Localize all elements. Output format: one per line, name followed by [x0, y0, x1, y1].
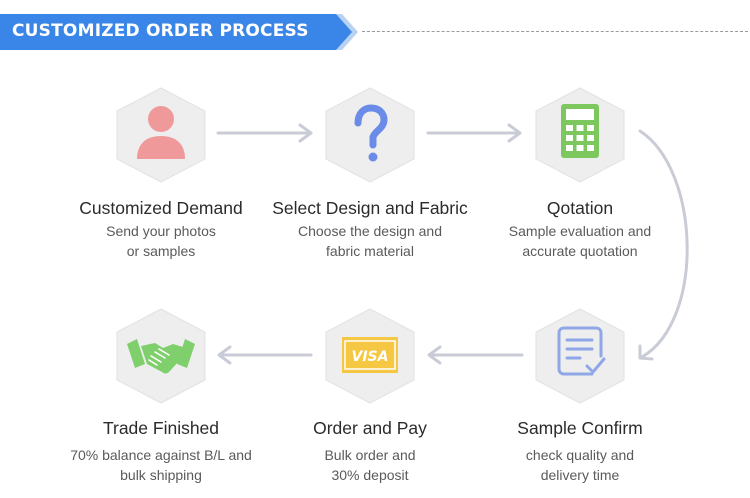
- step-finished-title: Trade Finished: [102, 418, 220, 438]
- page-title: CUSTOMIZED ORDER PROCESS: [12, 21, 309, 41]
- step-demand-title: Customized Demand: [79, 198, 243, 218]
- person-icon: [137, 106, 185, 159]
- step-demand-desc: Send your photos or samples: [106, 223, 216, 259]
- step-confirm-hexagon: [532, 306, 628, 406]
- visa-label: VISA: [352, 349, 389, 365]
- arrow-confirm-to-pay: [427, 345, 524, 365]
- header-banner: CUSTOMIZED ORDER PROCESS: [0, 14, 358, 50]
- step-confirm-title: Sample Confirm: [517, 418, 643, 438]
- step-design-desc: Choose the design and fabric material: [298, 223, 442, 259]
- arrow-demand-to-design: [216, 123, 313, 143]
- document-check-icon: [557, 326, 606, 376]
- step-confirm-desc: check quality and delivery time: [525, 447, 635, 483]
- arrow-quotation-to-confirm: [638, 129, 689, 361]
- step-quotation-hexagon: [532, 85, 628, 185]
- step-quotation-desc: Sample evaluation and accurate quotation: [508, 223, 652, 259]
- banner-shape: [0, 14, 358, 50]
- question-mark-icon: [354, 104, 388, 162]
- step-pay-desc: Bulk order and 30% deposit: [324, 447, 416, 483]
- arrow-design-to-quotation: [426, 123, 522, 143]
- step-finished-hexagon: [113, 306, 209, 406]
- step-design-title: Select Design and Fabric: [272, 198, 468, 218]
- step-design-hexagon: [322, 85, 418, 185]
- step-pay-hexagon: VISA: [322, 306, 418, 406]
- visa-card-icon: VISA: [342, 337, 398, 373]
- arrow-pay-to-finished: [217, 345, 313, 365]
- step-quotation-title: Qotation: [546, 198, 614, 218]
- step-demand-hexagon: [113, 85, 209, 185]
- step-finished-desc: 70% balance against B/L and bulk shippin…: [70, 447, 252, 483]
- step-pay-title: Order and Pay: [313, 418, 427, 438]
- header-divider: [362, 31, 748, 32]
- handshake-icon: [127, 339, 195, 374]
- calculator-icon: [561, 104, 599, 158]
